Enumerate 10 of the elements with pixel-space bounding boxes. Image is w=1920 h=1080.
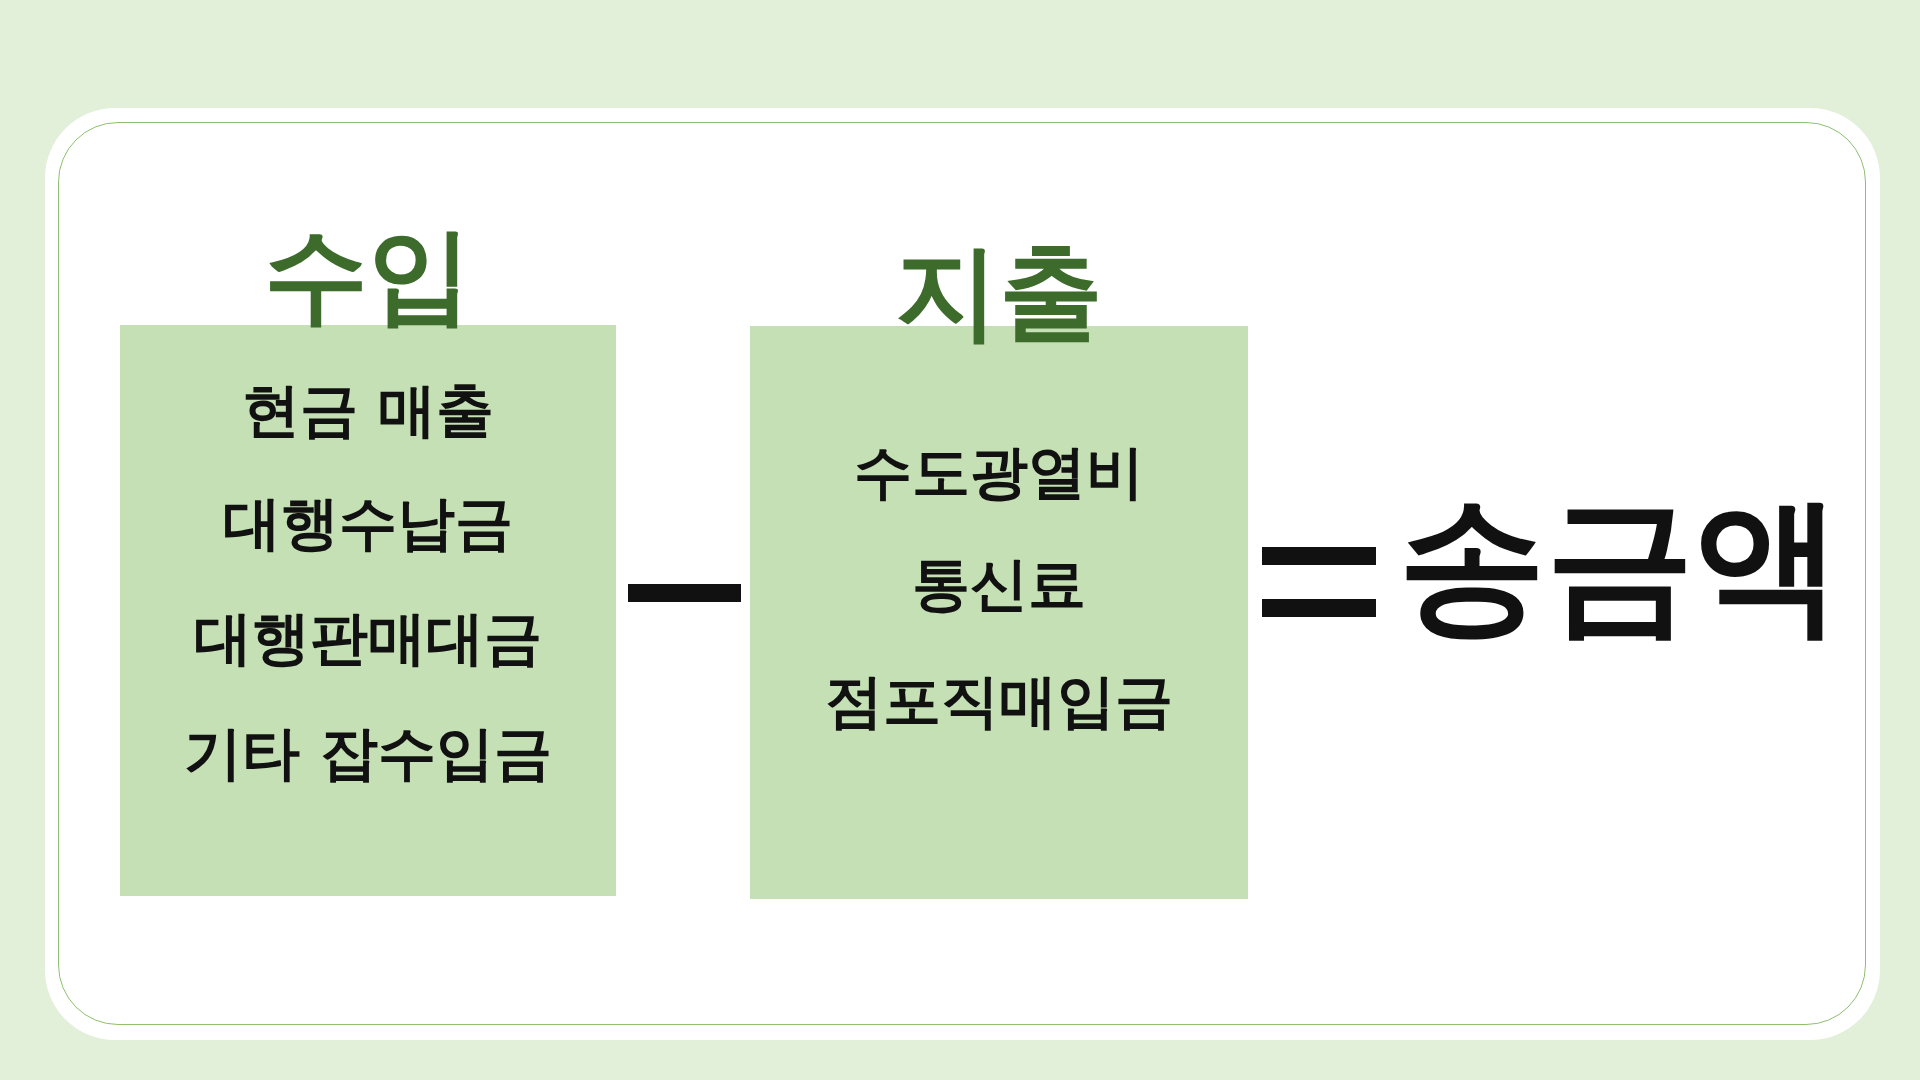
- result-text: 송금액: [1398, 480, 1842, 650]
- box-heading: 지출: [894, 232, 1104, 352]
- list-item: 통신료: [911, 549, 1087, 620]
- box-heading: 수입: [263, 215, 473, 335]
- list-item: 점포직매입금: [824, 666, 1174, 737]
- list-item: 수도광열비: [853, 437, 1145, 508]
- list-item: 기타 잡수입금: [182, 718, 554, 789]
- list-item: 대행수납금: [222, 488, 514, 559]
- list-item: 대행판매대금: [193, 603, 543, 674]
- list-item: 현금 매출: [240, 375, 496, 446]
